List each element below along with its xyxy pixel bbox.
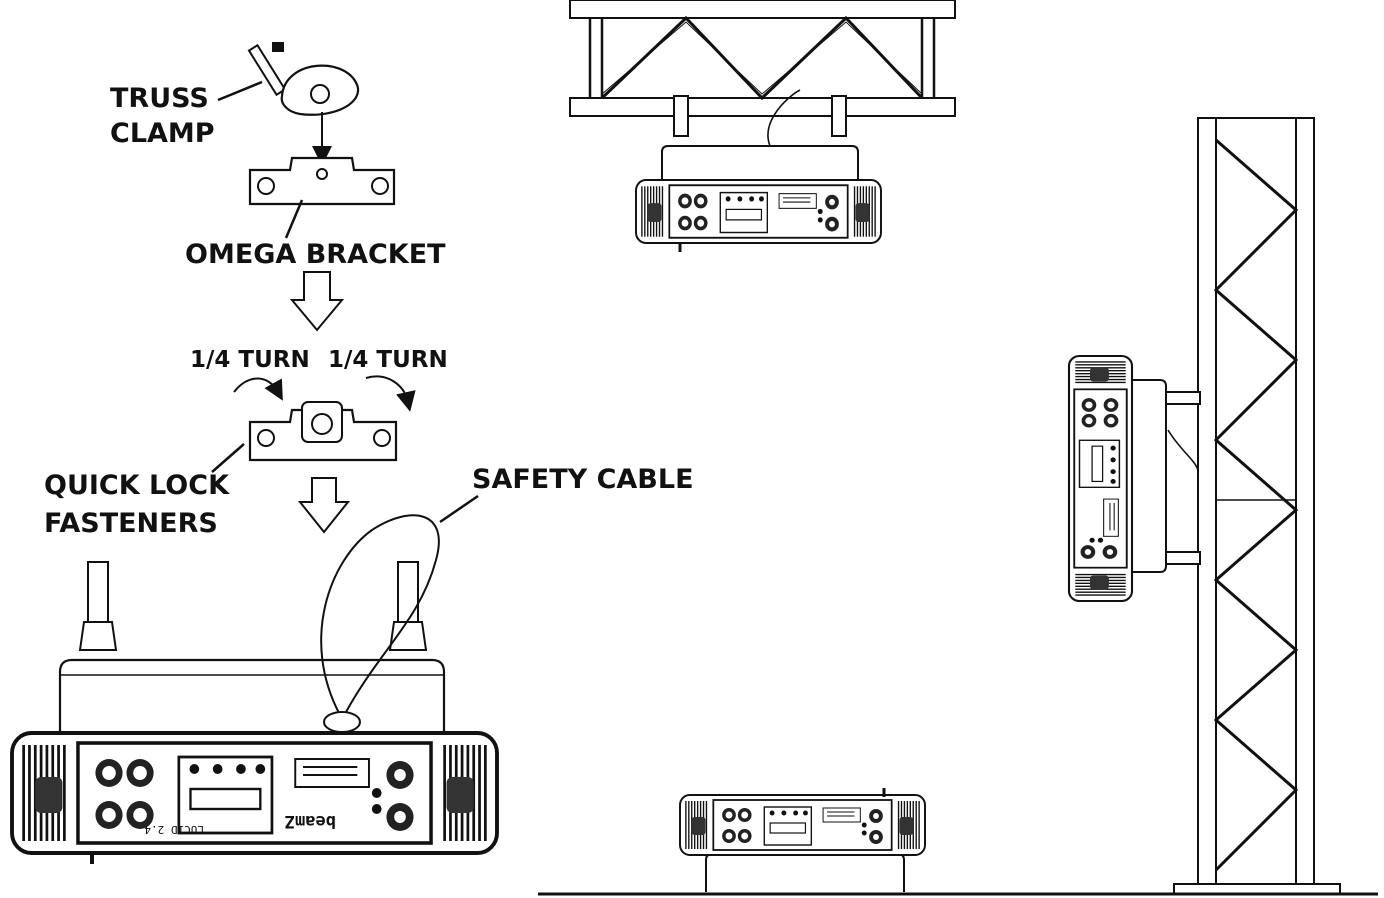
- truss-clamp-icon: [247, 42, 360, 166]
- label-truss: TRUSS: [110, 83, 209, 114]
- omega-bracket-leader: [284, 199, 304, 239]
- fixture-side-mounted: [1067, 354, 1201, 603]
- vertical-truss-icon: [1173, 117, 1341, 895]
- label-quarter-turn-left: 1/4 TURN: [190, 347, 310, 373]
- safety-cable-leader: [439, 494, 479, 524]
- horizontal-truss-icon: [569, 0, 956, 117]
- label-quick-lock: QUICK LOCK: [44, 470, 230, 501]
- label-fasteners: FASTENERS: [44, 508, 218, 539]
- fixture-large: [10, 514, 499, 864]
- label-safety-cable: SAFETY CABLE: [472, 464, 694, 495]
- truss-clamp-leader: [217, 80, 263, 102]
- fixture-floor: [679, 788, 926, 892]
- down-arrow-icon: [289, 271, 345, 332]
- omega-bracket-icon: [248, 156, 396, 206]
- quick-lock-leader: [211, 443, 245, 473]
- label-quarter-turn-right: 1/4 TURN: [328, 347, 448, 373]
- rotate-arrow-left-icon: [233, 377, 283, 401]
- fixture-model-text: LUCID 2.4: [144, 823, 204, 836]
- label-clamp: CLAMP: [110, 118, 215, 149]
- fixture-brand-text: beamZ: [285, 811, 336, 831]
- fixture-hanging: [634, 89, 883, 252]
- label-omega-bracket: OMEGA BRACKET: [185, 239, 446, 270]
- quick-lock-bracket-icon: [248, 401, 398, 462]
- rotate-arrow-right-icon: [365, 375, 416, 412]
- down-arrow-icon: [297, 477, 351, 534]
